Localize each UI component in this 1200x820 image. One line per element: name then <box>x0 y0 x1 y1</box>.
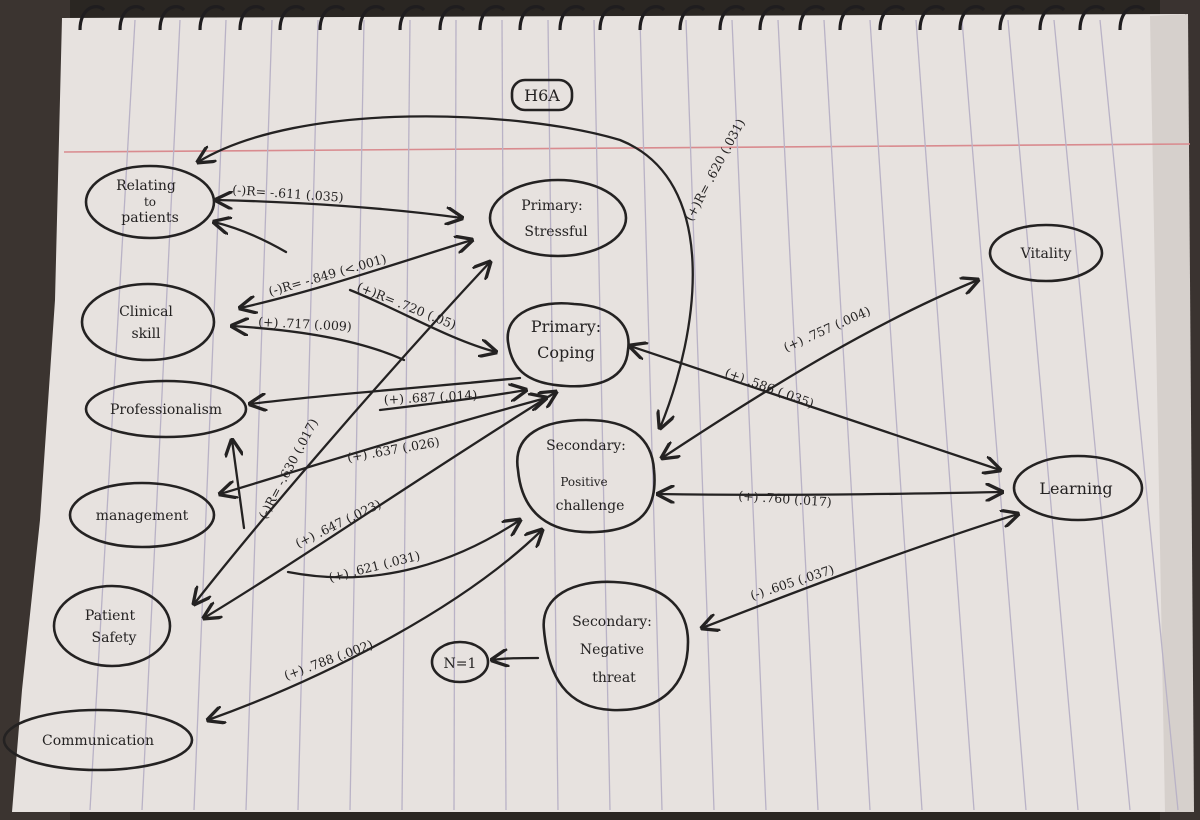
svg-text:Communication: Communication <box>42 733 154 749</box>
node-coping: Primary: Coping <box>506 302 630 388</box>
svg-text:Coping: Coping <box>537 343 595 362</box>
svg-text:Vitality: Vitality <box>1020 246 1072 262</box>
node-clinical: Clinical skill <box>80 282 216 362</box>
svg-text:threat: threat <box>592 670 636 686</box>
label-clinical-coping-b: (+) .717 (.009) <box>258 314 352 334</box>
svg-text:patients: patients <box>121 210 179 226</box>
svg-text:Professionalism: Professionalism <box>110 402 222 418</box>
svg-text:Clinical: Clinical <box>119 304 173 320</box>
svg-text:Learning: Learning <box>1039 479 1112 498</box>
svg-text:Positive: Positive <box>560 475 607 489</box>
node-negative: Secondary: Negative threat <box>542 580 690 712</box>
node-patient-safety: Patient Safety <box>52 584 172 668</box>
edge-comm-positive <box>208 530 542 720</box>
node-communication: Communication <box>2 708 194 772</box>
label-positive-learning: (+) .760 (.017) <box>738 488 832 509</box>
svg-text:management: management <box>96 508 189 524</box>
label-prof-coping: (+) .687 (.014) <box>383 387 477 407</box>
svg-text:Safety: Safety <box>92 630 137 646</box>
diagram-title: H6A <box>510 78 574 112</box>
node-n1: N=1 <box>430 640 490 684</box>
node-stressful: Primary: Stressful <box>488 178 628 258</box>
spiral-binding <box>78 5 1146 31</box>
edge-negative-n1 <box>492 658 540 660</box>
svg-text:challenge: challenge <box>556 498 625 514</box>
node-professionalism: Professionalism <box>84 379 248 439</box>
edge-coping-learning <box>630 346 1000 470</box>
svg-text:Stressful: Stressful <box>524 224 588 240</box>
node-management: management <box>68 481 216 549</box>
svg-text:Secondary:: Secondary: <box>572 614 652 630</box>
svg-text:Patient: Patient <box>85 608 136 624</box>
node-vitality: Vitality <box>988 223 1104 283</box>
svg-text:skill: skill <box>131 326 161 342</box>
svg-text:N=1: N=1 <box>444 656 477 672</box>
node-learning: Learning <box>1012 454 1144 522</box>
svg-text:H6A: H6A <box>524 86 560 105</box>
svg-text:Relating: Relating <box>116 178 176 194</box>
edge-positive-learning <box>658 492 1002 495</box>
node-positive: Secondary: Positive challenge <box>515 418 656 534</box>
svg-text:Secondary:: Secondary: <box>546 438 626 454</box>
edges <box>194 115 1018 720</box>
node-relating: Relating to patients <box>84 164 216 240</box>
svg-text:Primary:: Primary: <box>531 317 601 336</box>
svg-text:Primary:: Primary: <box>521 198 583 214</box>
edge-negative-learning <box>702 514 1018 628</box>
svg-text:to: to <box>144 195 156 209</box>
svg-text:Negative: Negative <box>580 642 644 658</box>
